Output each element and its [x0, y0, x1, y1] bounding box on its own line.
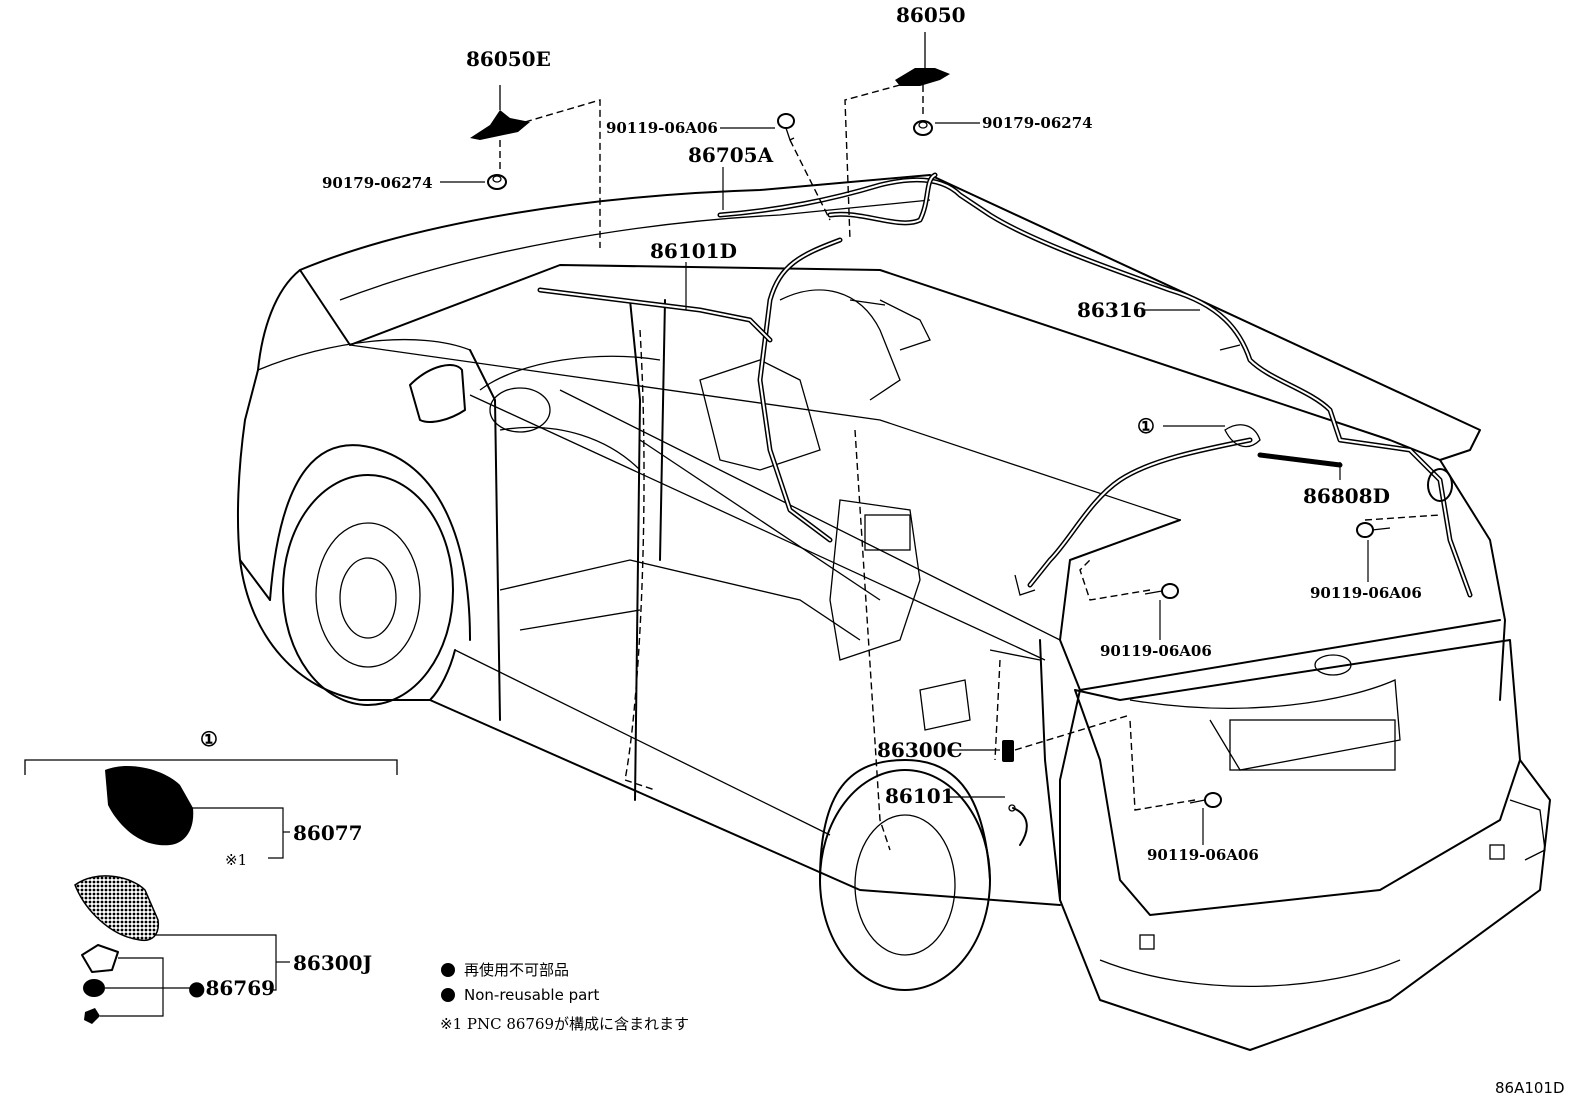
leader-lines: [440, 122, 1369, 845]
label-86077: 86077: [293, 821, 363, 845]
label-90119-rear-upper: 90119-06A06: [1310, 584, 1422, 602]
label-90179-left: 90179-06274: [322, 174, 433, 192]
label-86316: 86316: [1077, 298, 1147, 322]
vehicle-body: [236, 174, 1551, 1051]
reference-lines: [499, 84, 1441, 811]
nut-90179-left-part: [487, 174, 507, 190]
legend: 再使用不可部品 Non-reusable part ※1 PNC 86769が構…: [440, 961, 689, 1033]
bolt-90119-top-part: [777, 113, 795, 141]
pad-86077-part: [105, 765, 194, 846]
cable-86101-part: [1008, 804, 1028, 846]
label-ref-marker: ①: [1137, 414, 1155, 438]
label-86300J: 86300J: [293, 951, 372, 975]
inset-ref-marker: ①: [200, 727, 218, 751]
bolt-90119-rear-upper-part: [1356, 522, 1391, 538]
screw-86769-part: [84, 1008, 100, 1024]
seal-86769-part: [83, 979, 105, 997]
label-86769: ●86769: [188, 976, 275, 1000]
gasket-86769-part: [81, 944, 119, 973]
legend-bullet-icon: [441, 988, 455, 1002]
legend-note: ※1 PNC 86769が構成に含まれます: [440, 1015, 689, 1033]
figure-id: 86A101D: [1495, 1079, 1565, 1097]
label-86808D: 86808D: [1303, 484, 1390, 508]
connector-86300C-part: [1002, 740, 1014, 762]
legend-bullet-icon: [441, 963, 455, 977]
label-90119-rear-lower: 90119-06A06: [1147, 846, 1259, 864]
legend-line-ja: 再使用不可部品: [464, 961, 569, 979]
antenna-86050-part: [895, 32, 950, 86]
label-86101: 86101: [885, 784, 955, 808]
label-90179-right: 90179-06274: [982, 114, 1093, 132]
label-86705A: 86705A: [688, 143, 774, 167]
bolt-90119-rear-lower-part: [1189, 792, 1222, 808]
label-90119-rear-mid: 90119-06A06: [1100, 642, 1212, 660]
label-90119-top: 90119-06A06: [606, 119, 718, 137]
legend-line-en: Non-reusable part: [464, 986, 599, 1004]
inset-panel: ① 86077 ※1 86300J ●86769: [24, 727, 398, 1024]
nut-90179-right-part: [913, 120, 933, 136]
roof-harness-86316: [537, 172, 1473, 598]
label-86300C: 86300C: [877, 738, 963, 762]
callout-labels: 86050 86050E 90179-06274 90179-06274 901…: [322, 3, 1422, 864]
note-mark: ※1: [225, 851, 247, 869]
label-86050E: 86050E: [466, 47, 551, 71]
label-86050: 86050: [896, 3, 966, 27]
label-86101D: 86101D: [650, 239, 737, 263]
antenna-86050E-part: [470, 85, 530, 140]
antenna-86300J-part: [74, 875, 160, 942]
bolt-90119-rear-mid-part: [1144, 583, 1179, 599]
